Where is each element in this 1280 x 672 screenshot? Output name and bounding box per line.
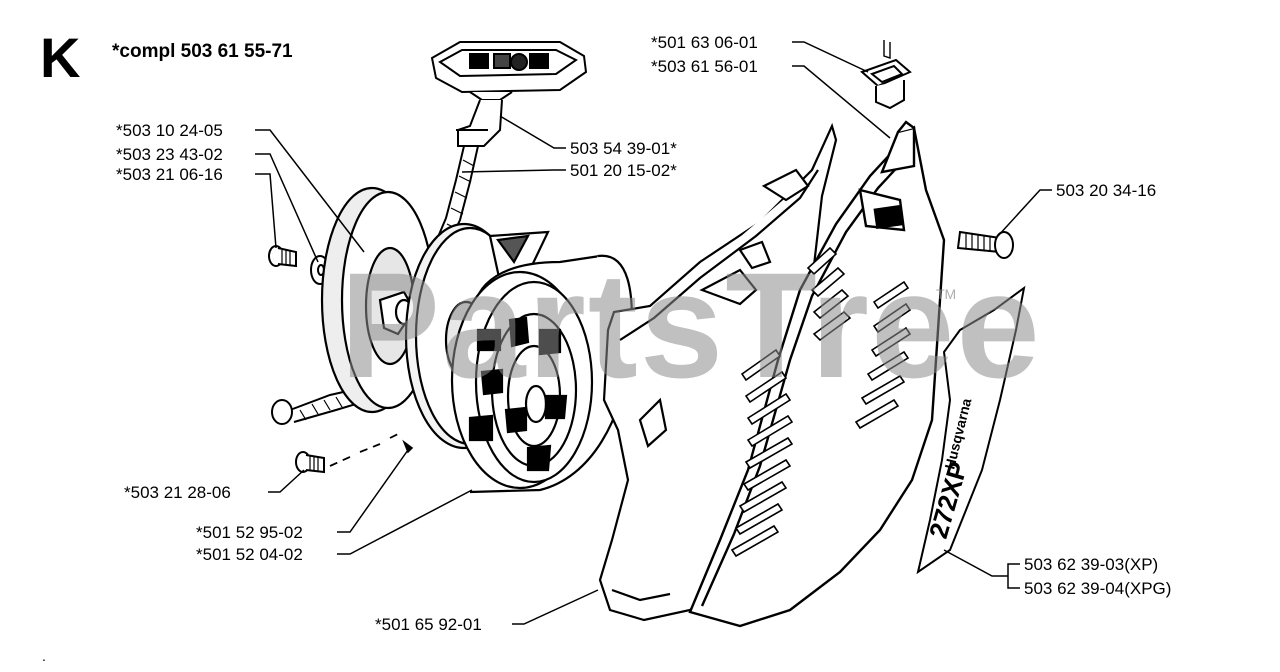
- watermark: PartsTree: [340, 241, 1042, 409]
- decal-272xp[interactable]: [916, 285, 1026, 575]
- footer-mark: .: [42, 648, 46, 664]
- spring-cassette-501-52-04-02[interactable]: [450, 254, 633, 494]
- part-label[interactable]: *503 21 28-06: [124, 483, 231, 502]
- part-label[interactable]: 503 20 34-16: [1056, 181, 1157, 200]
- spring-hook-501-52-95-02[interactable]: [402, 439, 414, 454]
- part-label[interactable]: *501 52 95-02: [196, 523, 303, 542]
- section-letter: K: [40, 26, 81, 89]
- part-label[interactable]: 501 20 15-02*: [570, 161, 677, 180]
- assembly-guide-line: [329, 431, 403, 467]
- part-label[interactable]: *501 52 04-02: [196, 545, 303, 564]
- starter-handle[interactable]: [430, 41, 588, 147]
- assembly-number: *compl 503 61 55-71: [112, 41, 293, 62]
- grommet-501-63-06-01[interactable]: [860, 40, 912, 110]
- part-label[interactable]: 503 62 39-04(XPG): [1024, 579, 1172, 598]
- part-label[interactable]: *501 63 06-01: [651, 33, 758, 52]
- cover-vent-slots: [730, 246, 912, 558]
- part-label[interactable]: *503 61 56-01: [651, 57, 758, 76]
- screw-503-20-34-16[interactable]: [956, 230, 1014, 259]
- screw-503-21-06-16[interactable]: [268, 245, 297, 268]
- starter-housing-501-65-92-01[interactable]: [598, 122, 838, 622]
- leader-lines: [255, 41, 1052, 625]
- part-label[interactable]: *501 65 92-01: [375, 615, 482, 634]
- part-label[interactable]: 503 62 39-03(XP): [1024, 555, 1159, 574]
- part-label[interactable]: *503 10 24-05: [116, 121, 223, 140]
- part-label[interactable]: *503 21 06-16: [116, 165, 223, 184]
- part-label[interactable]: *503 23 43-02: [116, 145, 223, 164]
- part-label[interactable]: 503 54 39-01*: [570, 139, 677, 158]
- watermark-tm: TM: [936, 286, 957, 302]
- screw-503-21-28-06[interactable]: [295, 451, 325, 474]
